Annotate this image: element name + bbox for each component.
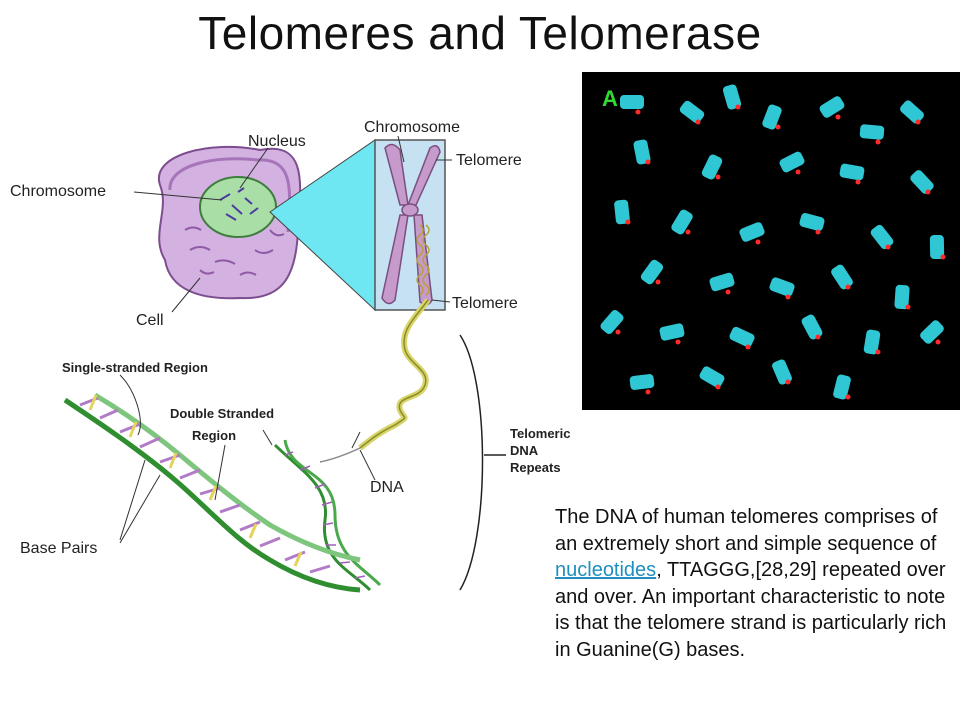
telomere-dot: [695, 119, 701, 125]
chromosome-shape: [381, 143, 441, 306]
telomere-dot: [715, 174, 721, 180]
chromosome-micrograph: A: [582, 72, 960, 410]
micrograph-chromosome: [819, 96, 845, 118]
micrograph-chromosome: [709, 272, 735, 292]
telomere-dot: [635, 109, 641, 115]
micrograph-chromosome: [633, 139, 651, 165]
micrograph-chromosome: [629, 374, 655, 390]
micrograph-chromosome: [640, 259, 664, 285]
telomere-dot: [785, 379, 791, 385]
label-single-stranded: Single-stranded Region: [62, 360, 208, 375]
label-chromosome-top: Chromosome: [364, 119, 460, 136]
micrograph-chromosome: [910, 170, 934, 194]
telomere-dot: [815, 229, 821, 235]
label-telomere-top: Telomere: [456, 152, 522, 169]
cell-illustration: [157, 145, 302, 300]
micrograph-chromosome: [839, 163, 865, 181]
telomere-dot: [940, 254, 946, 260]
micrograph-chromosome: [701, 154, 723, 180]
label-telomeric-3: Repeats: [510, 460, 561, 475]
telomere-dot: [645, 159, 651, 165]
caption-text: The DNA of human telomeres comprises of …: [555, 504, 950, 663]
label-telomeric-2: DNA: [510, 443, 539, 458]
page-title: Telomeres and Telomerase: [198, 7, 762, 59]
micrograph-chromosome: [870, 224, 894, 250]
micrograph-chromosome: [799, 213, 825, 231]
telomere-dot: [795, 169, 801, 175]
label-base-pairs: Base Pairs: [20, 540, 97, 557]
micrograph-chromosome: [833, 374, 851, 400]
micrograph-chromosomes: [600, 84, 946, 400]
micrograph-chromosome: [779, 151, 805, 173]
telomere-dot: [905, 304, 911, 310]
micrograph-chromosome: [894, 284, 910, 310]
telomere-dot: [925, 189, 931, 195]
micrograph-chromosome: [762, 104, 782, 130]
label-cell: Cell: [136, 312, 164, 329]
telomere-dot: [885, 244, 891, 250]
micrograph-label: A: [602, 86, 618, 111]
telomere-dot: [845, 394, 851, 400]
micrograph-chromosome: [620, 95, 644, 109]
telomere-dot: [625, 219, 631, 225]
telomere-dot: [845, 284, 851, 290]
micrograph-chromosome: [729, 326, 755, 348]
micrograph-chromosome: [831, 264, 853, 290]
label-dna: DNA: [370, 479, 404, 496]
micrograph-chromosome: [699, 366, 725, 388]
telomere-dot: [915, 119, 921, 125]
nucleus-shape: [199, 176, 277, 238]
telomere-dot: [745, 344, 751, 350]
label-double-stranded-1: Double Stranded: [170, 406, 274, 421]
telomeric-bracket: [459, 334, 484, 591]
telomere-dot: [615, 329, 621, 335]
micrograph-chromosome: [772, 359, 792, 385]
telomere-dot: [645, 389, 651, 395]
caption-part1: The DNA of human telomeres comprises of …: [555, 506, 938, 555]
telomere-dot: [835, 114, 841, 120]
micrograph-chromosome: [722, 84, 742, 110]
telomere-dot: [655, 279, 661, 285]
micrograph-chromosome: [769, 277, 795, 297]
label-telomere-bottom: Telomere: [452, 295, 518, 312]
telomere-dot: [715, 384, 721, 390]
dna-ladder: [63, 392, 361, 593]
micrograph-chromosome: [920, 320, 944, 344]
telomere-dot: [775, 124, 781, 130]
dna-double-helix: [273, 439, 382, 592]
telomere-dot: [815, 334, 821, 340]
micrograph-chromosome: [671, 209, 693, 235]
nucleotides-link[interactable]: nucleotides: [555, 559, 657, 581]
telomere-dot: [685, 229, 691, 235]
telomere-dot: [785, 294, 791, 300]
label-double-stranded-2: Region: [192, 428, 236, 443]
label-nucleus: Nucleus: [248, 133, 306, 150]
telomere-dot: [875, 349, 881, 355]
micrograph-chromosome: [614, 199, 630, 225]
micrograph-chromosome: [900, 100, 924, 124]
micrograph-chromosome: [600, 309, 624, 335]
micrograph-chromosome: [739, 222, 765, 242]
telomere-dot: [875, 139, 881, 145]
micrograph-chromosome: [929, 234, 945, 260]
micrograph-chromosome: [859, 124, 885, 140]
micrograph-chromosome: [801, 314, 823, 340]
telomere-dot: [675, 339, 681, 345]
telomere-dot: [735, 104, 741, 110]
telomere-dot: [725, 289, 731, 295]
telomere-dot: [935, 339, 941, 345]
label-chromosome-left: Chromosome: [10, 183, 106, 200]
label-telomeric-1: Telomeric: [510, 426, 570, 441]
micrograph-chromosome: [659, 323, 685, 341]
caption-part2: , TTAGGG,[28,29] repeated over and over.…: [555, 559, 947, 661]
telomere-dot: [855, 179, 861, 185]
dna-coil: [319, 298, 431, 463]
micrograph-chromosome: [863, 329, 881, 355]
telomere-diagram: Nucleus Chromosome Chromosome Telomere T…: [10, 119, 570, 593]
micrograph-chromosome: [679, 100, 705, 124]
telomere-dot: [755, 239, 761, 245]
